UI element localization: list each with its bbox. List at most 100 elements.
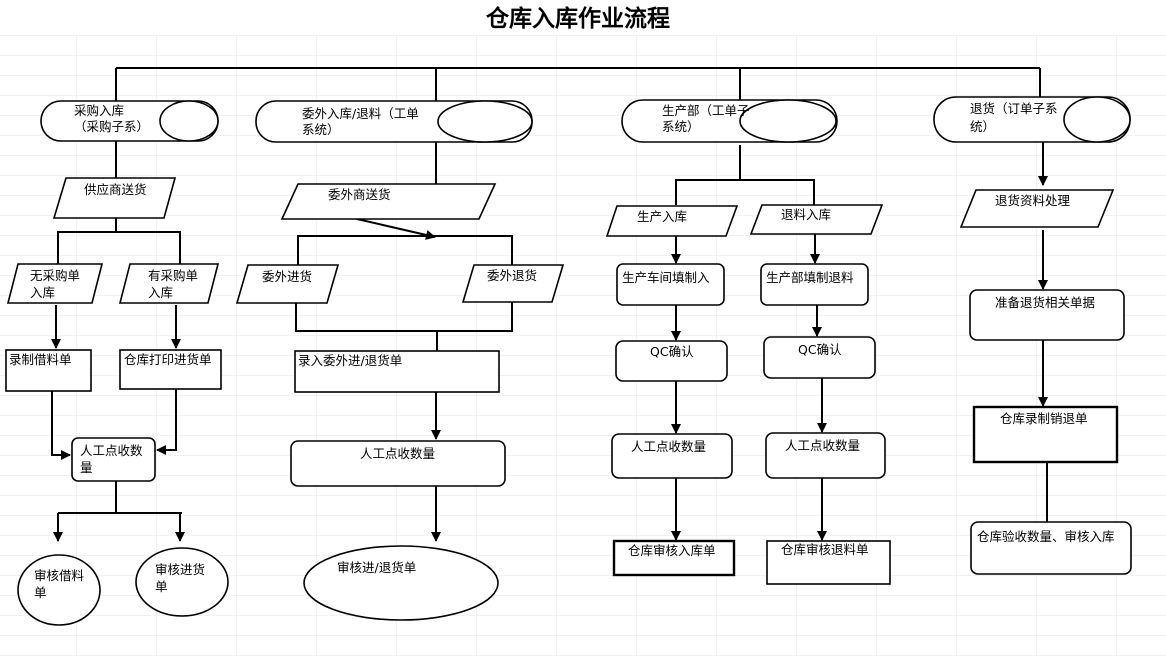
node-record-borrow-slip: 录制借料单 — [5, 349, 92, 392]
terminator-end-cap — [739, 99, 837, 143]
node-label: QC确认 — [650, 344, 694, 359]
node-label: 系统） — [662, 119, 700, 134]
node-label: 人工点收数量 — [360, 446, 435, 461]
terminator-end-cap — [437, 100, 533, 143]
node-qc-confirm-return: QC确认 — [763, 336, 876, 379]
node-label: 审核进货 — [155, 562, 205, 577]
end-ellipse — [135, 547, 229, 617]
diagram-title: 仓库入库作业流程 — [485, 5, 670, 32]
node-label: 录制借料单 — [9, 352, 72, 367]
node-label: 仓库审核入库单 — [628, 543, 716, 558]
node-label: 审核进/退货单 — [337, 560, 416, 575]
node-prepare-return-docs: 准备退货相关单据 — [969, 289, 1125, 341]
node-label: 仓库审核退料单 — [781, 542, 869, 557]
node-label: 委外入库/退料（工单 — [302, 106, 419, 121]
node-qc-confirm-receipt: QC确认 — [615, 340, 728, 382]
process-box — [760, 263, 869, 306]
node-label: 退料入库 — [781, 207, 831, 222]
node-label: 人工点收数量 — [631, 439, 706, 454]
node-outsourced-return: 委外退货 — [461, 264, 565, 303]
io-parallelogram — [235, 264, 340, 304]
node-review-receipt-slip: 审核进货 单 — [135, 547, 229, 617]
node-review-production-receipt: 仓库审核入库单 — [612, 539, 736, 577]
io-parallelogram — [605, 205, 739, 237]
process-box — [119, 349, 222, 390]
node-label: 仓库录制销退单 — [1000, 411, 1088, 426]
end-ellipse — [17, 554, 101, 626]
node-label: 统） — [970, 119, 995, 134]
node-label: 量 — [80, 460, 93, 475]
node-review-outsourced-slip: 审核进/退货单 — [303, 545, 499, 621]
node-label: 供应商送货 — [84, 182, 147, 197]
process-box — [616, 263, 725, 306]
node-label: 委外退货 — [487, 268, 537, 283]
io-parallelogram — [280, 183, 497, 220]
node-inspect-and-review: 仓库验收数量、审核入库 — [970, 521, 1132, 575]
arrow-borrow-slip-to-count — [51, 391, 71, 460]
node-production-receipt: 生产入库 — [605, 205, 739, 237]
connector-count-branch — [58, 481, 182, 514]
node-label: 入库 — [148, 285, 173, 300]
node-sales-return-source: 退货（订单子系 统） — [933, 96, 1131, 143]
io-parallelogram — [52, 177, 177, 219]
connectors — [51, 67, 1048, 542]
node-with-po-receipt: 有采购单 入库 — [118, 263, 220, 304]
end-ellipse — [303, 545, 499, 621]
node-label: 入库 — [30, 285, 55, 300]
process-box — [294, 350, 500, 393]
node-enter-outsourced-slip: 录入委外进/退货单 — [294, 350, 500, 393]
node-review-production-return: 仓库审核退料单 — [766, 540, 891, 585]
node-label: 生产车间填制入 — [622, 270, 710, 285]
node-process-return-data: 退货资料处理 — [959, 189, 1115, 228]
node-production-count-receipt: 人工点收数量 — [611, 433, 733, 479]
process-box — [970, 521, 1132, 575]
node-label: 有采购单 — [148, 268, 198, 283]
io-parallelogram — [461, 264, 565, 303]
process-box — [763, 336, 876, 379]
process-box — [972, 405, 1119, 464]
node-production-source: 生产部（工单子 系统） — [621, 99, 838, 143]
node-supplier-delivery: 供应商送货 — [52, 177, 177, 219]
terminator-end-cap — [159, 100, 219, 142]
connector-vendor-branch — [297, 235, 513, 265]
node-workshop-fill: 生产车间填制入 — [616, 263, 725, 306]
node-label: 人工点收数量 — [785, 438, 860, 453]
node-label: 委外进货 — [262, 269, 312, 284]
node-dept-fill-return: 生产部填制退料 — [760, 263, 869, 306]
arrow-print-slip-to-count — [156, 389, 177, 455]
node-no-po-receipt: 无采购单 入库 — [6, 263, 104, 304]
process-box — [765, 432, 886, 479]
process-box — [612, 539, 736, 577]
node-label: 人工点收数 — [80, 443, 143, 458]
node-label: 退货资料处理 — [995, 193, 1071, 208]
node-purchase-manual-count: 人工点收数 量 — [71, 437, 156, 482]
node-label: 仓库打印进货单 — [124, 352, 212, 367]
node-label: 无采购单 — [30, 268, 80, 283]
connector-production-branch — [675, 145, 815, 205]
node-outsourcing-manual-count: 人工点收数量 — [290, 440, 506, 487]
arrow-vendor-to-branch — [356, 218, 436, 240]
process-box — [969, 289, 1125, 341]
node-print-receipt-slip: 仓库打印进货单 — [119, 349, 222, 390]
node-vendor-delivery: 委外商送货 — [280, 183, 497, 220]
node-label: 生产入库 — [637, 209, 687, 224]
node-record-sales-return-slip: 仓库录制销退单 — [972, 405, 1119, 464]
node-label: 审核借料 — [34, 568, 85, 583]
node-purchase-source: 采购入库 （采购子系） — [40, 100, 219, 142]
node-label: 委外商送货 — [328, 187, 391, 202]
node-label: 系统） — [302, 122, 340, 137]
node-label: 准备退货相关单据 — [995, 295, 1095, 310]
io-parallelogram — [959, 189, 1115, 228]
node-production-count-return: 人工点收数量 — [765, 432, 886, 479]
terminator-end-cap — [1063, 96, 1131, 143]
io-parallelogram — [118, 263, 220, 304]
io-parallelogram — [6, 263, 104, 304]
node-label: （采购子系） — [74, 119, 149, 134]
io-parallelogram — [749, 204, 884, 235]
node-review-borrow-slip: 审核借料 单 — [17, 554, 101, 626]
process-box — [611, 433, 733, 479]
process-box — [766, 540, 891, 585]
node-label: 仓库验收数量、审核入库 — [977, 529, 1115, 544]
node-label: 生产部填制退料 — [766, 270, 854, 285]
